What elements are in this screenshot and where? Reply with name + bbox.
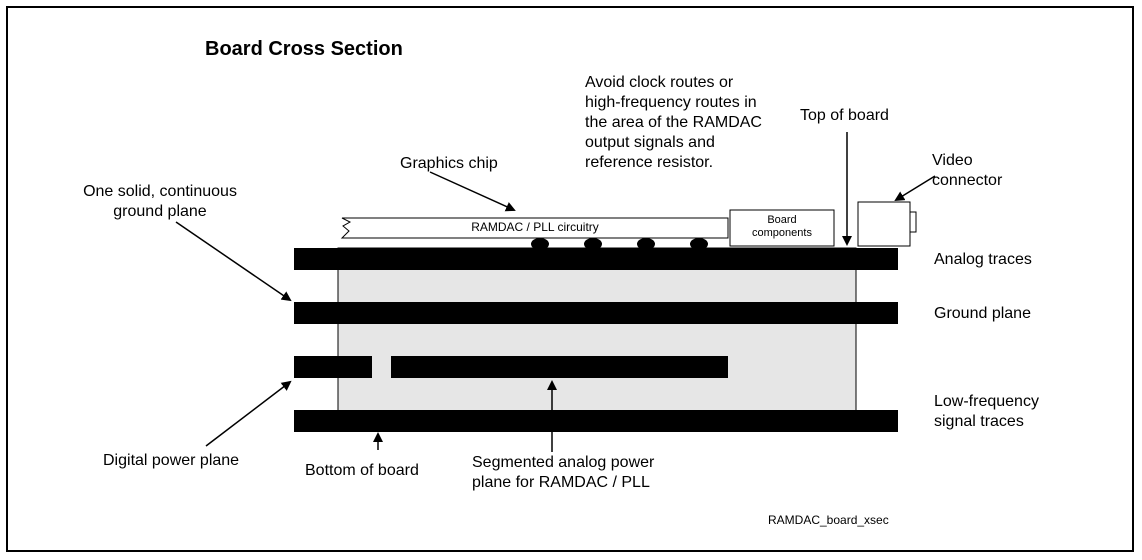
- segmented-analog-power-plane: [391, 356, 728, 378]
- avoid-routes-note: Avoid clock routes or high-frequency rou…: [585, 74, 762, 171]
- solder-ball: [531, 238, 549, 250]
- low-frequency-layer: [294, 410, 898, 432]
- solder-ball: [584, 238, 602, 250]
- graphics-chip-label: Graphics chip: [400, 155, 498, 172]
- diagram-title: Board Cross Section: [205, 38, 403, 60]
- bottom-of-board-label: Bottom of board: [305, 462, 419, 479]
- board-components-label: Board components: [752, 214, 812, 239]
- low-frequency-label: Low-frequency signal traces: [934, 393, 1039, 430]
- board-components-box: [729, 209, 835, 247]
- digital-power-plane-label: Digital power plane: [103, 452, 240, 469]
- arrow-graphics-chip: [429, 171, 516, 212]
- video-connector-body: [857, 201, 911, 247]
- analog-traces-label: Analog traces: [934, 251, 1032, 268]
- top-of-board-label: Top of board: [800, 107, 889, 124]
- ground-plane-note: One solid, continuous ground plane: [83, 183, 237, 220]
- board-core: [337, 247, 857, 421]
- graphics-chip-body: [340, 217, 729, 239]
- figure-frame: [6, 6, 1134, 552]
- arrow-ground-plane: [175, 221, 292, 302]
- digital-power-plane: [294, 356, 372, 378]
- solder-ball: [690, 238, 708, 250]
- arrow-digital-power: [205, 380, 292, 447]
- video-connector-label: Video connector: [932, 152, 1003, 189]
- arrow-video-connector: [894, 175, 936, 202]
- ground-plane-layer: [294, 302, 898, 324]
- video-connector-tab: [909, 211, 917, 233]
- segmented-plane-label: Segmented analog power plane for RAMDAC …: [472, 454, 655, 491]
- figure-id: RAMDAC_board_xsec: [768, 513, 889, 527]
- ground-plane-label: Ground plane: [934, 305, 1031, 322]
- solder-ball: [637, 238, 655, 250]
- analog-traces-layer: [294, 248, 898, 270]
- chip-inner-label: RAMDAC / PLL circuitry: [471, 220, 599, 234]
